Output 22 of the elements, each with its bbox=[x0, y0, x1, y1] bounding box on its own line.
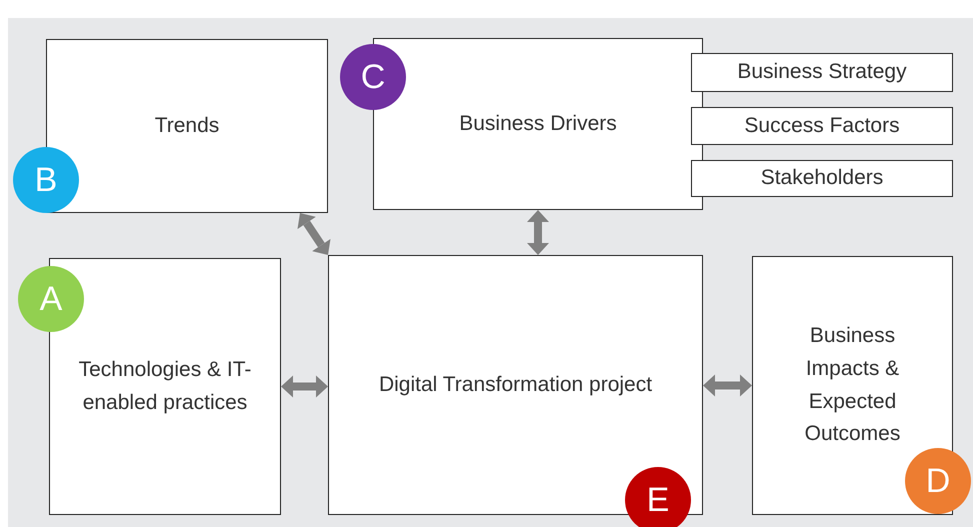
text-box bbox=[691, 160, 953, 197]
box-label: Technologies & IT-enabled practices bbox=[78, 356, 252, 416]
circle-letter: C bbox=[360, 58, 386, 96]
circle-letter: D bbox=[926, 462, 950, 500]
box-label: Stakeholders bbox=[760, 165, 884, 192]
box-label: Business Strategy bbox=[737, 59, 907, 86]
box-label: Digital Transformation project bbox=[378, 372, 652, 398]
circle-letter: B bbox=[34, 160, 58, 200]
circle-letter: E bbox=[646, 480, 670, 520]
box-label: Trends bbox=[154, 112, 220, 139]
box-label: Business Drivers bbox=[459, 110, 617, 137]
text-box bbox=[328, 255, 703, 515]
double-arrow bbox=[281, 376, 328, 398]
double-arrow bbox=[527, 210, 549, 255]
double-arrow bbox=[703, 374, 752, 396]
text-box bbox=[752, 256, 953, 515]
text-box bbox=[691, 53, 953, 92]
box-label: Success Factors bbox=[744, 112, 900, 139]
circle-letter: A bbox=[40, 280, 62, 318]
text-box bbox=[691, 107, 953, 145]
box-label: Business Impacts & Expected Outcomes bbox=[804, 323, 902, 448]
double-arrow bbox=[298, 213, 330, 255]
